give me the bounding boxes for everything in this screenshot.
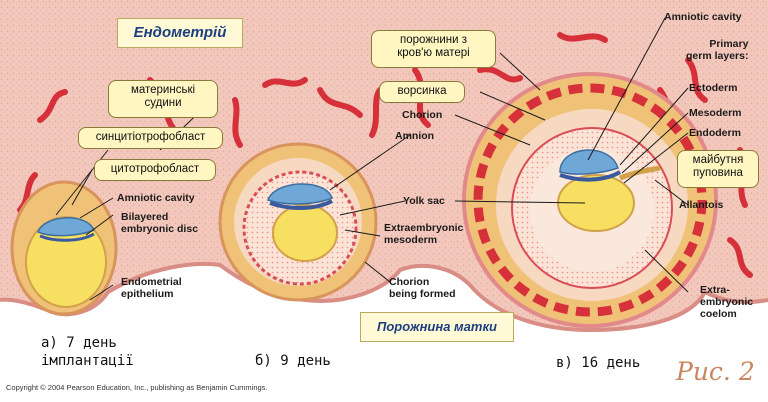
- label-endoderm: Endoderm: [689, 127, 741, 139]
- label-maternal-vessels: материнські судини: [108, 80, 218, 118]
- copyright-notice: Copyright © 2004 Pearson Education, Inc.…: [6, 383, 268, 392]
- label-chorion: Chorion: [402, 109, 443, 121]
- caption-stage-b: б) 9 день: [255, 353, 331, 369]
- label-amniotic-cavity-a: Amniotic cavity: [117, 192, 195, 204]
- epithelium-line: [0, 261, 768, 333]
- endometrium-title: Ендометрій: [117, 18, 243, 48]
- figure-label: Рис. 2: [676, 357, 755, 386]
- label-villi: ворсинка: [379, 81, 465, 103]
- label-mesoderm: Mesoderm: [689, 107, 742, 119]
- caption-stage-a-line1: а) 7 день: [41, 335, 117, 351]
- label-cytotrophoblast: цитотрофобласт: [94, 159, 216, 181]
- label-extraembryonic-coelom: Extra- embryonic coelom: [700, 284, 754, 320]
- leader-lines: [55, 17, 689, 301]
- label-maternal-blood-cavities-text: порожнини з кров'ю матері: [397, 34, 470, 59]
- label-bilayered-disc: Bilayered embryonic disc: [121, 211, 199, 235]
- label-primary-germ-layers: Primary germ layers:: [686, 38, 749, 62]
- label-amniotic-cavity-c: Amniotic cavity: [664, 11, 742, 23]
- label-allantois: Allantois: [679, 199, 724, 211]
- uterine-cavity-label: Порожнина матки: [360, 312, 514, 342]
- caption-stage-c: в) 16 день: [556, 355, 641, 371]
- label-future-umbilical-cord-text: майбутня пуповина: [692, 154, 744, 179]
- caption-stage-a-line2: імплантації: [41, 353, 134, 369]
- label-amnion: Amnion: [395, 130, 435, 142]
- label-syncytiotrophoblast: синцитіотрофобласт: [78, 127, 223, 149]
- stage-a-embryo: [10, 180, 118, 316]
- label-endometrial-epithelium: Endometrial epithelium: [121, 276, 182, 300]
- label-yolk-sac: Yolk sac: [403, 195, 445, 207]
- label-maternal-blood-cavities: порожнини з кров'ю матері: [371, 30, 496, 68]
- label-extraembryonic-mesoderm: Extraembryonic mesoderm: [384, 222, 464, 246]
- label-maternal-vessels-text: материнські судини: [130, 84, 196, 109]
- label-chorion-being-formed: Chorion being formed: [389, 276, 456, 300]
- label-ectoderm: Ectoderm: [689, 82, 738, 94]
- stage-b-embryo: [218, 142, 378, 302]
- label-future-umbilical-cord: майбутня пуповина: [677, 150, 759, 188]
